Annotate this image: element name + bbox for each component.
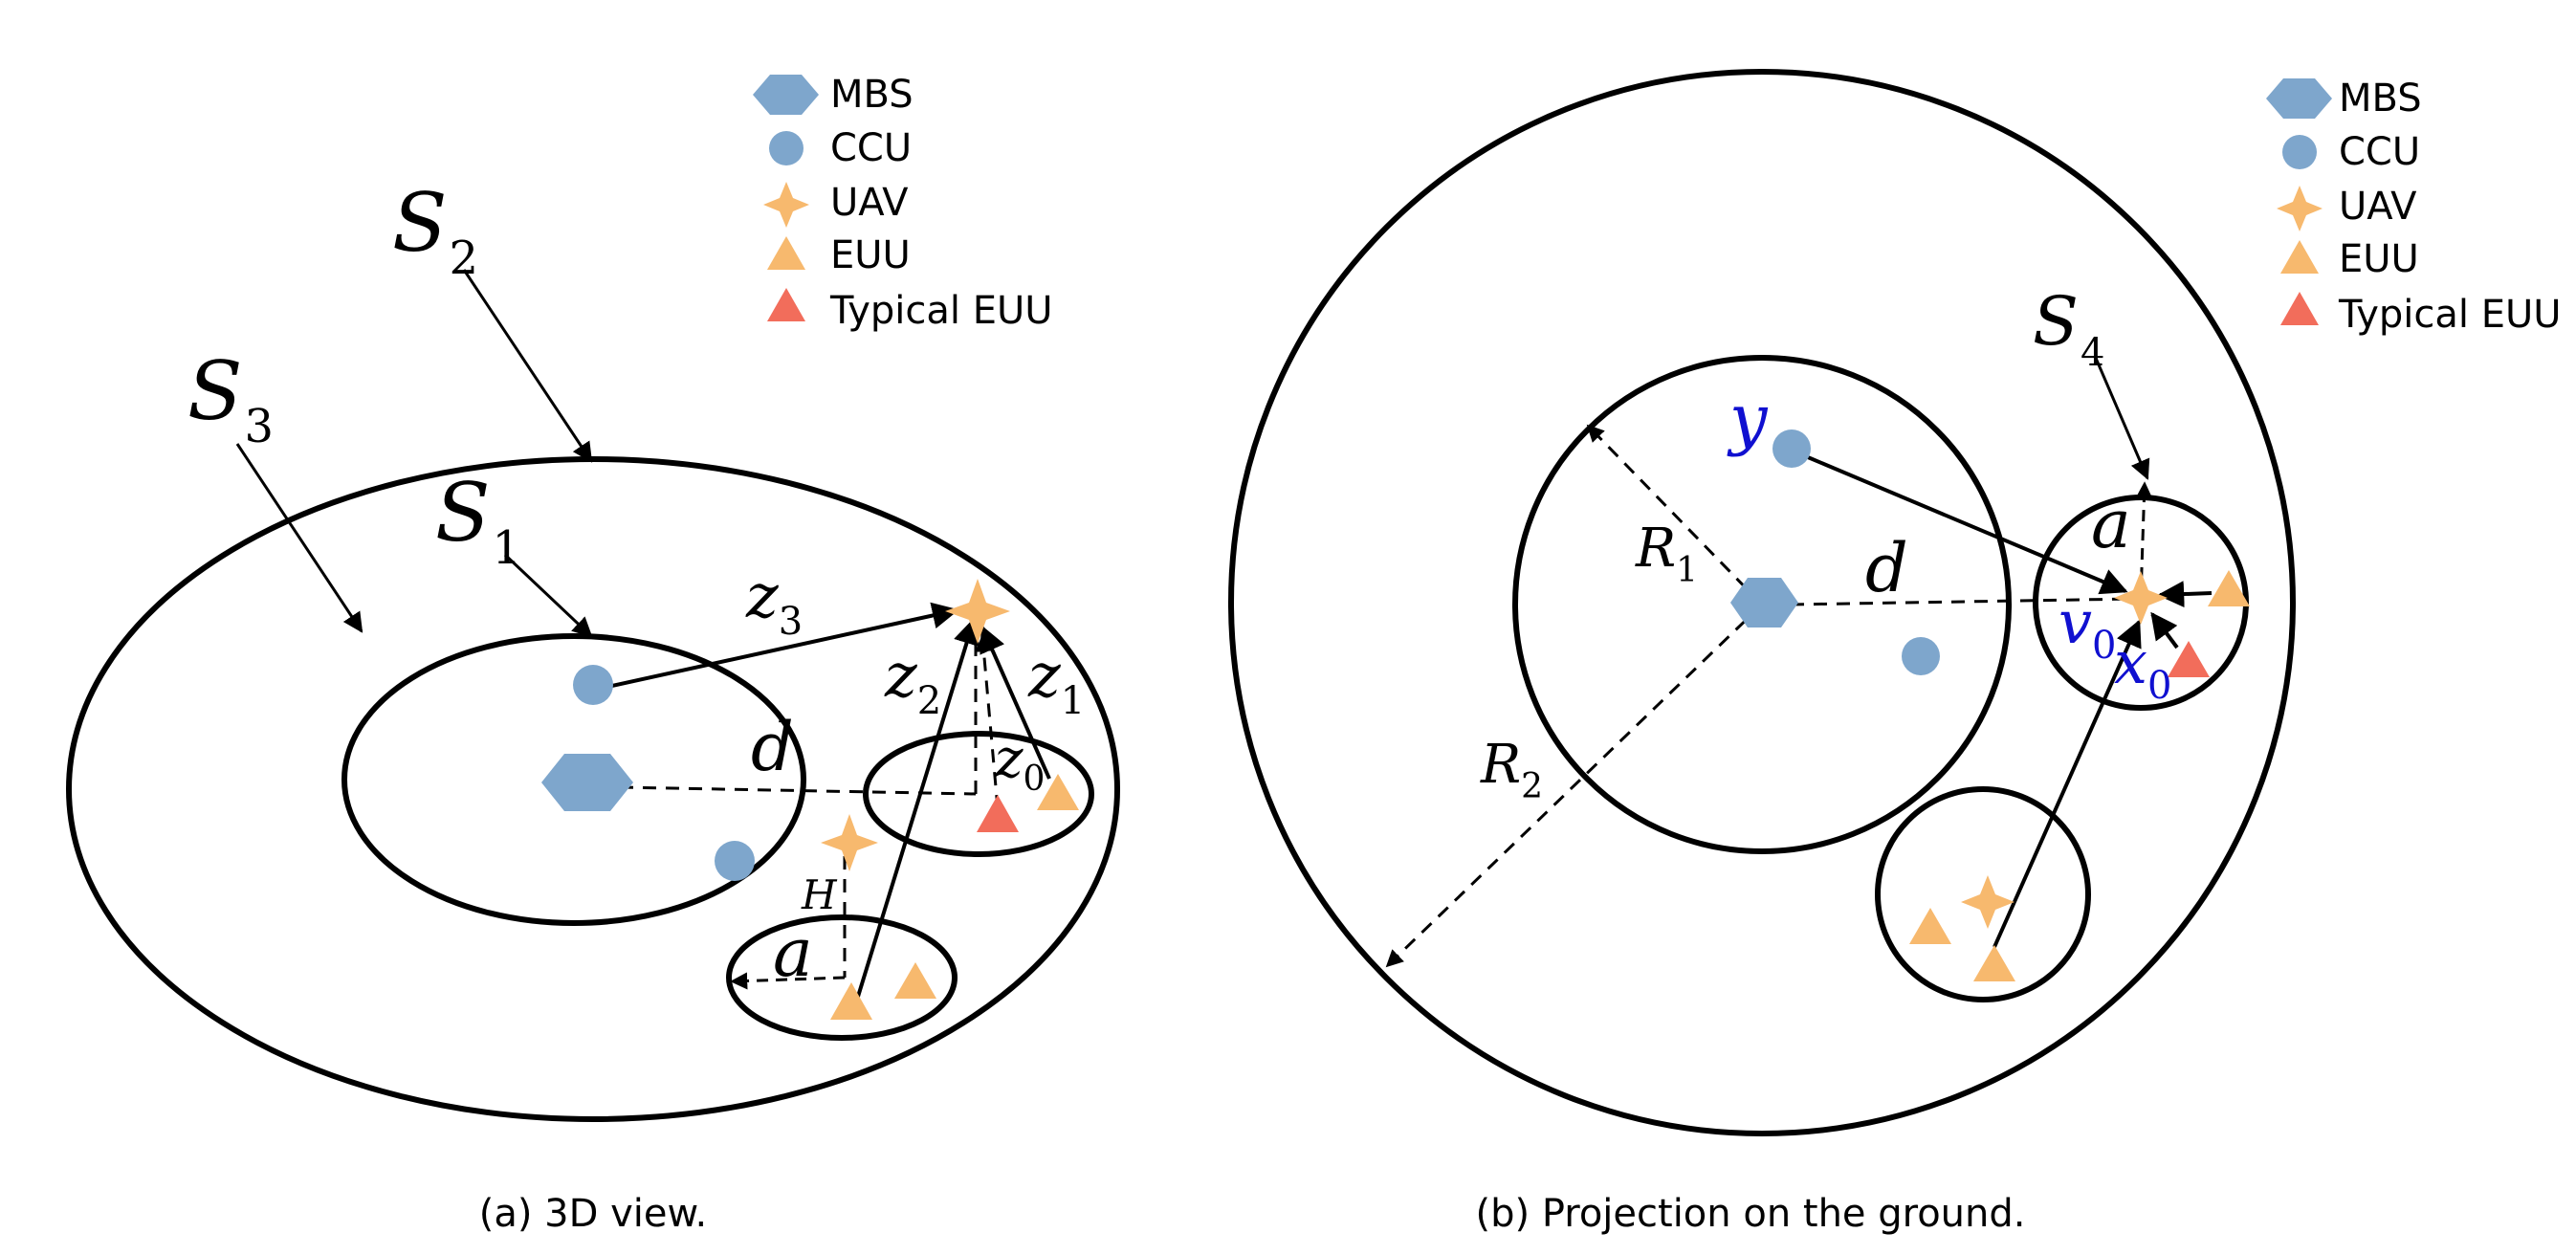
ccu-to-uav-arrow [1807,455,2128,595]
label-x0: x0 [2114,628,2171,708]
label-z2: z2 [884,641,941,723]
euu-node [1973,945,2015,981]
caption-a: (a) 3D view. [479,1192,708,1236]
s3-pointer-arrow [235,443,363,633]
legend-a: MBS CCU UAV EUU Typical EUU [753,73,1053,333]
legend-ccu-icon [2282,135,2317,169]
typical-euu-node [977,795,1019,832]
label-r1: R1 [1635,517,1698,590]
legend-ccu-label: CCU [830,126,912,170]
s2-pointer-arrow [462,269,593,463]
s1-pointer-arrow [503,553,593,638]
legend-euu-icon [2280,240,2319,274]
legend-mbs-icon [753,75,819,115]
euu-node [894,962,936,999]
uav-node [821,814,878,871]
label-r2: R2 [1480,734,1543,806]
legend-uav-icon [2277,186,2323,231]
label-d: d [751,708,794,786]
panel-b: S4 y R1 R2 d a v0 x0 MBS CCU UAV EUU Typ… [1228,69,2562,1236]
label-d: d [1865,529,1908,607]
legend-typical-euu-label: Typical EUU [2338,293,2562,337]
ccu-node [573,665,613,705]
legend-mbs-label: MBS [830,73,914,117]
caption-b: (b) Projection on the ground. [1476,1192,2026,1236]
panel-a: S2 S3 S1 z3 z2 z1 z0 d H a MBS CCU UAV E… [66,73,1120,1236]
legend-b: MBS CCU UAV EUU Typical EUU [2266,77,2562,337]
uav-node [1961,875,2015,929]
legend-mbs-label: MBS [2339,77,2422,121]
uav-node [945,579,1010,644]
typical-euu-to-uav-arrow [2150,611,2179,650]
z3-link-arrow [606,602,959,689]
region-s2-ellipse [66,456,1120,1122]
euu-node [830,982,872,1020]
z0-dashed-line [975,634,1000,809]
label-s1: S1 [435,466,521,575]
mbs-node [541,754,633,811]
legend-euu-label: EUU [2339,237,2419,281]
legend-typical-euu-label: Typical EUU [829,289,1053,333]
label-s3: S3 [187,344,274,453]
legend-ccu-label: CCU [2339,130,2420,174]
region-r2-circle [1228,69,2296,1136]
legend-mbs-icon [2266,78,2332,119]
legend-typical-euu-icon [2280,292,2319,325]
z1-link-arrow [980,625,1051,780]
legend-uav-label: UAV [2339,185,2417,229]
legend-uav-label: UAV [830,181,909,225]
label-h: H [801,871,838,918]
ccu-node [1902,637,1940,675]
label-y: y [1727,380,1769,458]
radius-r1-dashed-arrow [1586,424,1764,606]
legend-ccu-icon [769,131,804,165]
label-v0: v0 [2059,587,2116,668]
label-s4: S4 [2033,282,2104,375]
euu-node [1037,774,1079,810]
z2-link-arrow [855,617,980,1001]
label-z0: z0 [994,728,1045,799]
legend-typical-euu-icon [767,288,805,321]
legend-euu-label: EUU [830,233,911,277]
ccu-node [715,841,755,881]
distance-d-dashed-line [1790,597,2136,606]
region-r1-circle [1512,355,2012,854]
legend-uav-icon [763,182,809,228]
typical-euu-node [2168,641,2210,677]
mbs-node [1730,578,1798,628]
label-a: a [2091,485,2131,563]
label-s2: S2 [392,176,478,285]
euu-to-uav-arrow [2157,581,2213,608]
euu-node [2208,570,2250,606]
cluster-ellipse-bottom [726,914,958,1041]
label-z1: z1 [1027,641,1085,723]
cluster-circle-bottom [1875,786,2091,1002]
euu-node [1909,908,1951,944]
bottom-euu-to-uav-arrow [1993,619,2142,948]
label-a: a [773,914,813,992]
legend-euu-icon [767,236,805,270]
label-z3: z3 [745,561,803,644]
radius-r2-dashed-arrow [1385,603,1764,968]
uav-node [2114,571,2168,625]
cluster-ellipse-right [863,731,1094,857]
s4-pointer-arrow [2093,355,2150,480]
ccu-node [1772,429,1811,468]
